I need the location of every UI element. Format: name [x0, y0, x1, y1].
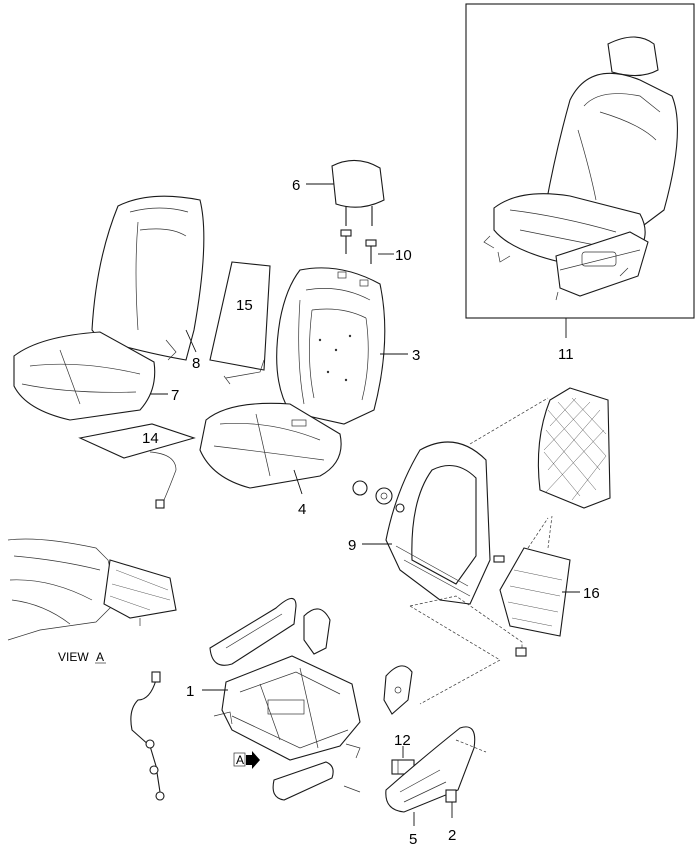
callout-5: 5	[409, 831, 417, 848]
recliner-cover	[303, 608, 331, 655]
callout-14: 14	[142, 430, 159, 447]
callout-7: 7	[171, 387, 179, 404]
callout-8: 8	[192, 355, 200, 372]
backrest-mesh-panel	[537, 387, 611, 509]
front-trim	[272, 761, 361, 801]
view-a-arrow-letter: A	[236, 753, 244, 767]
callout-16: 16	[583, 585, 600, 602]
seat-track-assembly	[213, 655, 361, 761]
callout-2: 2	[448, 827, 456, 844]
cushion-cover	[13, 331, 156, 421]
backrest-panel	[209, 261, 271, 385]
seat-cushion	[199, 402, 342, 489]
headrest	[331, 159, 385, 226]
link-line-frame-base	[409, 605, 501, 705]
callout-4: 4	[298, 501, 306, 518]
backrest-cover	[91, 195, 205, 361]
callout-12: 12	[394, 732, 411, 749]
backrest-assembly	[276, 267, 386, 425]
recliner-bracket	[383, 665, 413, 715]
seat-heater-mat	[78, 423, 196, 509]
link-line-mesh-frame	[469, 397, 549, 445]
callout-9: 9	[348, 537, 356, 554]
callout-1: 1	[186, 683, 194, 700]
callout-11: 11	[558, 346, 574, 363]
callout-6: 6	[292, 177, 300, 194]
callout-3: 3	[412, 347, 420, 364]
view-a-letter: A	[96, 650, 104, 664]
side-trim-inner	[209, 597, 297, 666]
backrest-frame	[352, 441, 505, 605]
assembled-seat-inset	[465, 3, 695, 319]
lumbar-support	[499, 515, 571, 637]
leader-4	[293, 469, 303, 495]
link-line-frame-bolt	[409, 595, 523, 650]
callout-15: 15	[236, 297, 253, 314]
headrest-guides	[340, 229, 377, 264]
view-a-arrow[interactable]: A	[233, 751, 260, 769]
leader-8	[185, 329, 197, 353]
wiring-harness	[130, 671, 165, 801]
callout-10: 10	[395, 247, 412, 264]
view-a-detail	[7, 538, 177, 641]
adjuster-knob	[445, 789, 457, 803]
view-a-label: VIEW	[58, 650, 89, 664]
